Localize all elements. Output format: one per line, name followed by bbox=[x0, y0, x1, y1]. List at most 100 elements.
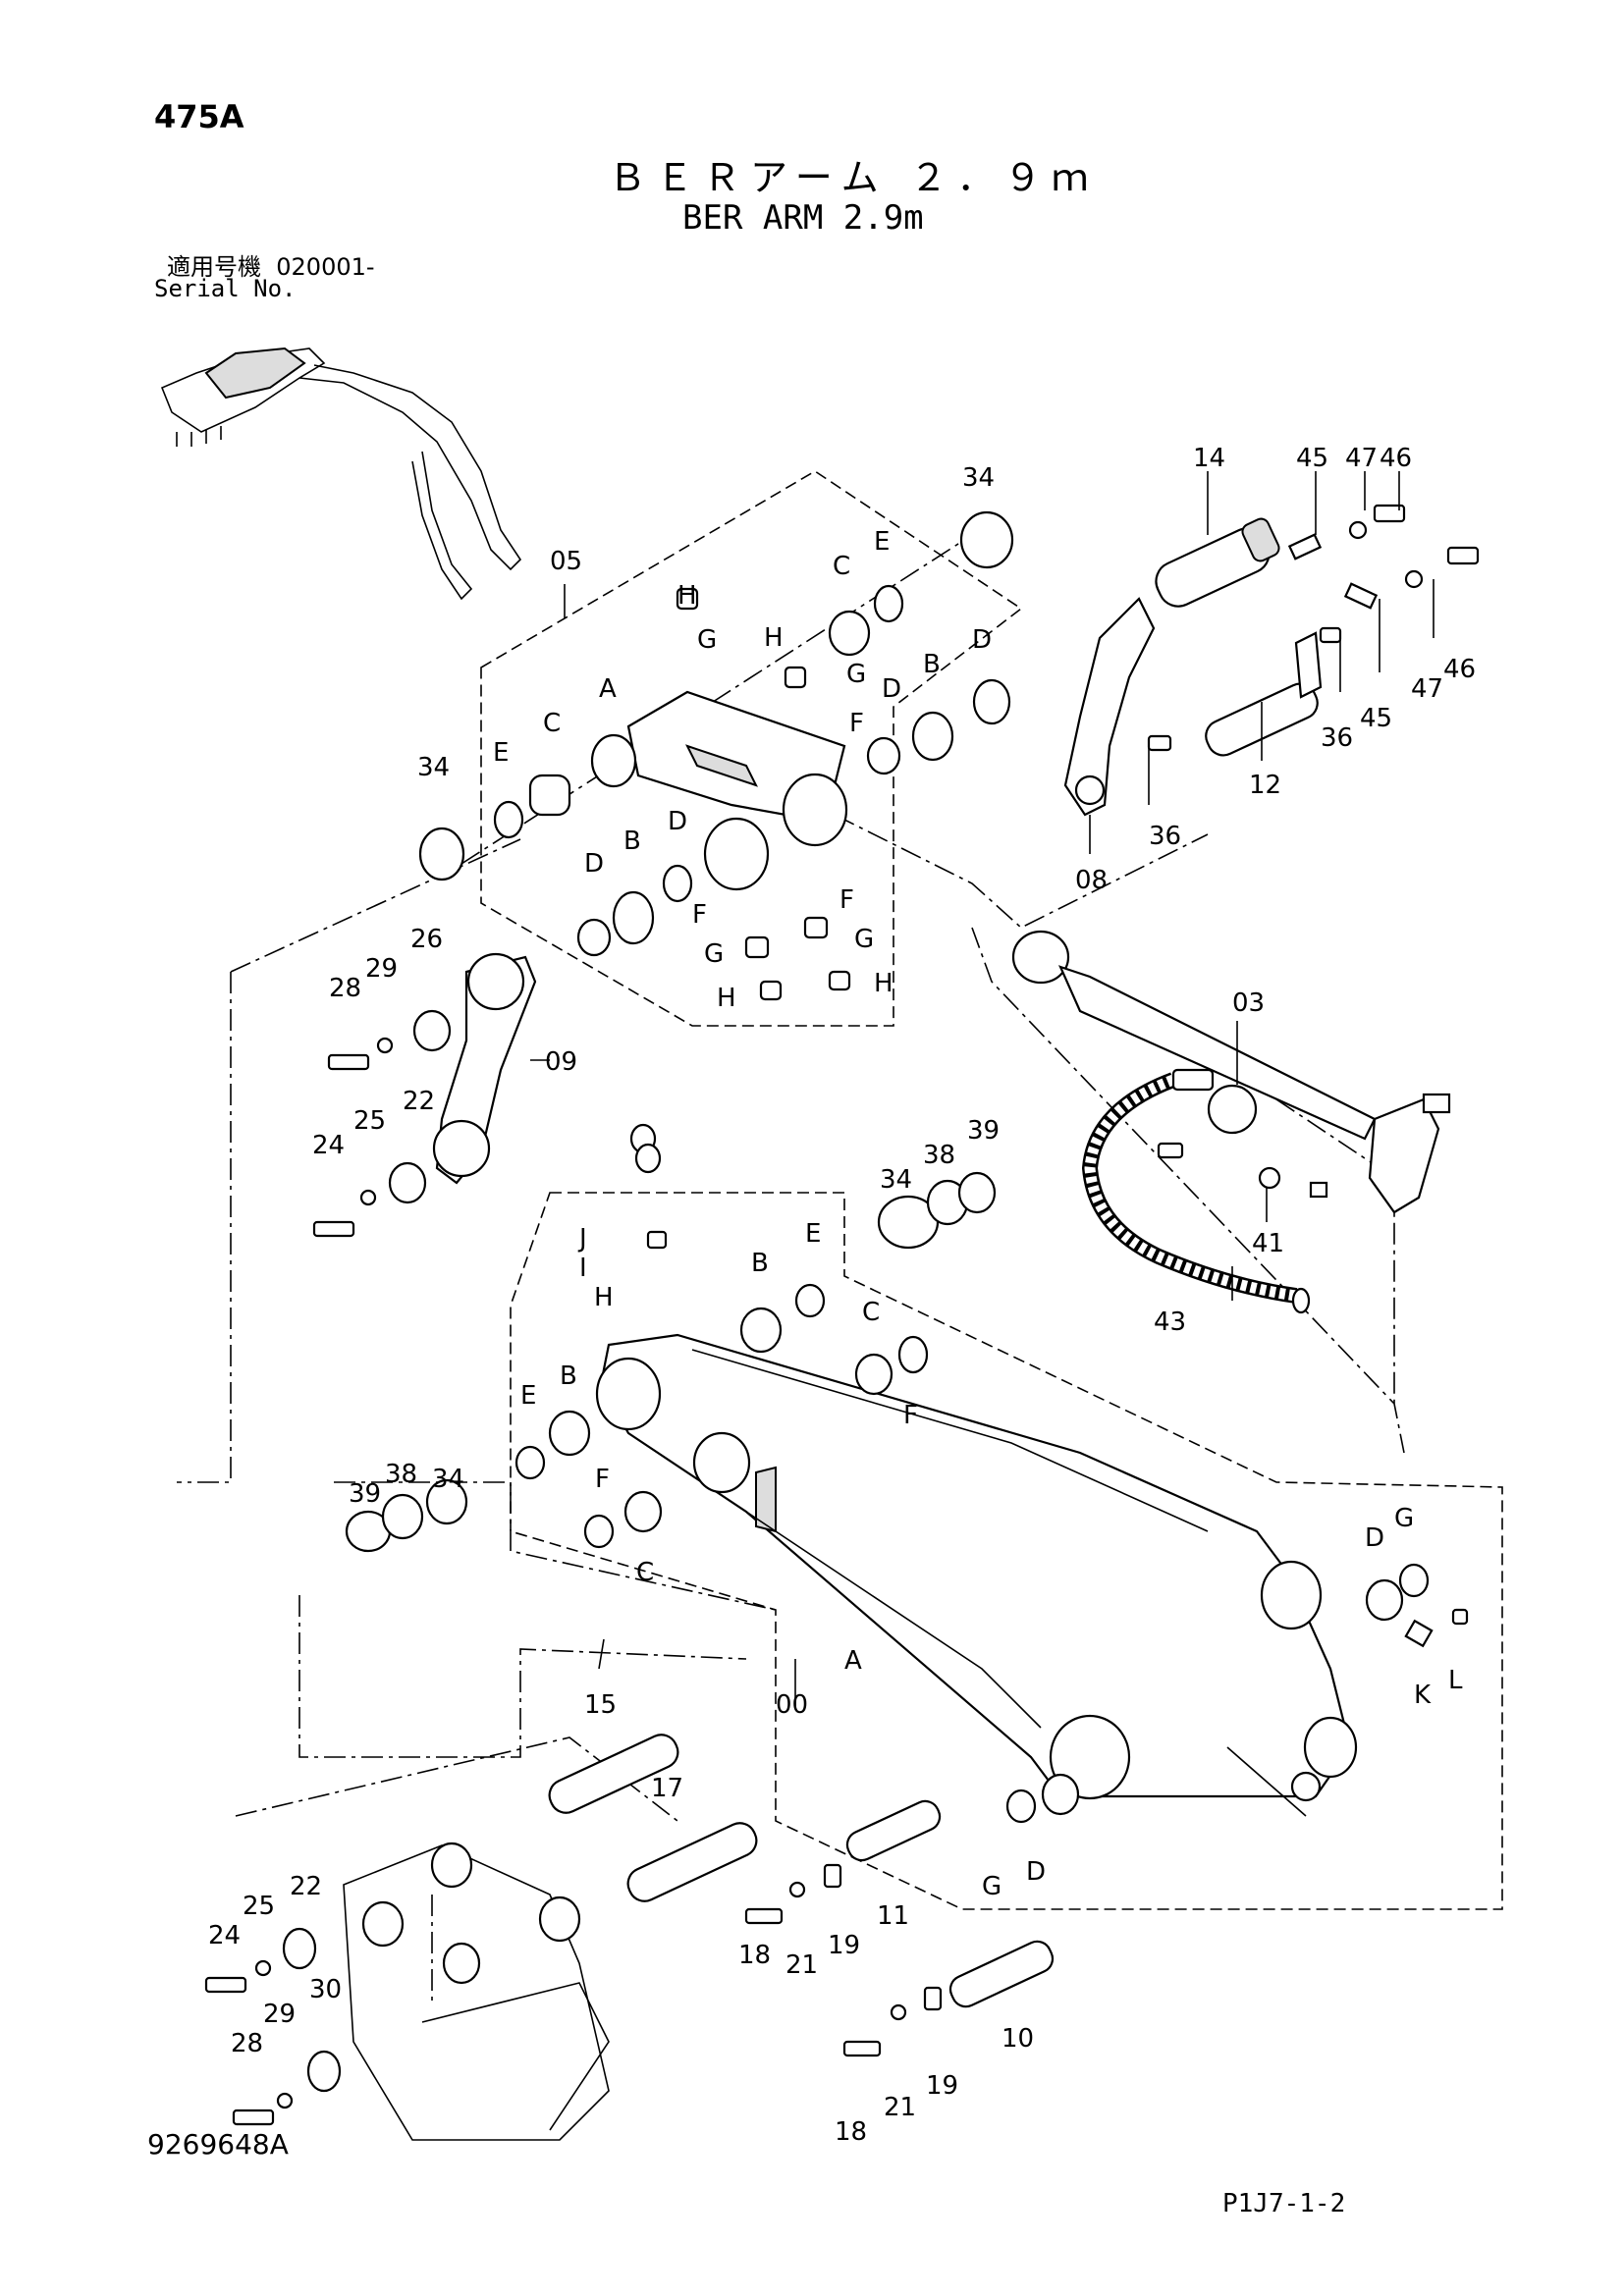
pin-14-part bbox=[1155, 517, 1280, 608]
callout-38b: 38 bbox=[385, 1460, 417, 1489]
callout-34d: 34 bbox=[432, 1465, 464, 1494]
link-09-part bbox=[432, 952, 537, 1185]
callout-05: 05 bbox=[550, 547, 582, 576]
callout-C2: C bbox=[543, 709, 561, 738]
callout-D1: D bbox=[972, 625, 992, 655]
callout-15: 15 bbox=[584, 1690, 617, 1720]
callout-46b: 46 bbox=[1443, 655, 1476, 684]
bucket-linkage-part bbox=[343, 1842, 610, 2141]
callout-H1: H bbox=[677, 581, 697, 611]
callout-14: 14 bbox=[1193, 444, 1225, 473]
callout-30: 30 bbox=[309, 1975, 342, 2004]
callout-24a: 24 bbox=[312, 1131, 345, 1160]
callout-19b: 19 bbox=[926, 2071, 958, 2101]
callout-28b: 28 bbox=[231, 2029, 263, 2058]
callout-F5: F bbox=[595, 1465, 610, 1494]
serial-label-english: Serial No. bbox=[154, 275, 297, 302]
callout-labels: 0003050809101112141517181819192121222224… bbox=[208, 444, 1476, 2147]
callout-F1: F bbox=[849, 709, 864, 738]
callout-H4: H bbox=[717, 984, 736, 1013]
callout-A1: A bbox=[599, 674, 617, 704]
callout-24b: 24 bbox=[208, 1921, 241, 1950]
hose-43-part bbox=[1081, 1068, 1311, 1314]
callout-28a: 28 bbox=[329, 974, 361, 1003]
callout-39a: 39 bbox=[967, 1116, 1000, 1146]
callout-J1: J bbox=[577, 1224, 587, 1254]
title-japanese: ＢＥＲアーム ２．９ｍ bbox=[609, 156, 1099, 199]
serial-label-japanese: 適用号機 020001- bbox=[167, 253, 375, 281]
page-number: 475A bbox=[154, 98, 244, 135]
document-code: 9269648A bbox=[147, 2128, 289, 2161]
callout-D6: D bbox=[1026, 1857, 1046, 1887]
callout-25b: 25 bbox=[243, 1892, 275, 1921]
callout-B3: B bbox=[751, 1249, 769, 1278]
callout-36b: 36 bbox=[1149, 822, 1181, 851]
callout-00: 00 bbox=[776, 1690, 808, 1720]
callout-D3: D bbox=[668, 807, 687, 836]
callout-D2: D bbox=[882, 674, 901, 704]
hardware-lower-center bbox=[744, 1863, 943, 2057]
callout-F3: F bbox=[692, 900, 707, 930]
callout-39b: 39 bbox=[349, 1479, 381, 1509]
callout-21b: 21 bbox=[884, 2093, 916, 2122]
hardware-lower-left bbox=[204, 1927, 342, 2126]
callout-G5: G bbox=[1394, 1504, 1414, 1533]
bushings-group-05 bbox=[418, 510, 1014, 1001]
callout-34c: 34 bbox=[880, 1165, 912, 1195]
callout-C1: C bbox=[833, 552, 850, 581]
callout-22b: 22 bbox=[290, 1872, 322, 1901]
callout-29b: 29 bbox=[263, 2000, 296, 2029]
callout-18b: 18 bbox=[835, 2117, 867, 2147]
callout-22a: 22 bbox=[403, 1087, 435, 1116]
callout-38a: 38 bbox=[923, 1141, 955, 1170]
callout-E1: E bbox=[874, 527, 890, 557]
callout-34b: 34 bbox=[417, 753, 450, 782]
callout-C3: C bbox=[862, 1298, 880, 1327]
callout-E2: E bbox=[493, 738, 509, 768]
callout-03: 03 bbox=[1232, 988, 1265, 1018]
callout-F2: F bbox=[839, 885, 854, 915]
callout-I1: I bbox=[579, 1254, 587, 1283]
callout-B2: B bbox=[623, 827, 641, 856]
callout-11: 11 bbox=[877, 1901, 909, 1931]
group-05-outline bbox=[480, 470, 1023, 1027]
link-08-part bbox=[1063, 597, 1156, 817]
callout-D4: D bbox=[584, 849, 604, 879]
callout-41: 41 bbox=[1252, 1229, 1284, 1258]
callout-G2: G bbox=[846, 660, 866, 689]
callout-B1: B bbox=[923, 650, 941, 679]
callout-21a: 21 bbox=[785, 1950, 818, 1980]
callout-G3: G bbox=[854, 925, 874, 954]
callout-17: 17 bbox=[651, 1774, 683, 1803]
callout-H2: H bbox=[764, 623, 784, 653]
callout-B4: B bbox=[560, 1362, 577, 1391]
callout-34a: 34 bbox=[962, 463, 995, 493]
callout-G6: G bbox=[982, 1872, 1001, 1901]
callout-E4: E bbox=[520, 1381, 536, 1411]
callout-09: 09 bbox=[545, 1047, 577, 1077]
callout-47a: 47 bbox=[1345, 444, 1378, 473]
callout-45a: 45 bbox=[1296, 444, 1328, 473]
callout-36a: 36 bbox=[1321, 723, 1353, 753]
callout-18a: 18 bbox=[738, 1941, 771, 1970]
callout-A2: A bbox=[844, 1646, 862, 1676]
callout-08: 08 bbox=[1075, 866, 1108, 895]
callout-43: 43 bbox=[1154, 1308, 1186, 1337]
cylinder-03-part bbox=[1011, 930, 1451, 1214]
callout-D5: D bbox=[1365, 1523, 1384, 1553]
callout-L1: L bbox=[1448, 1666, 1463, 1695]
arm-body-00-part bbox=[595, 1333, 1358, 1817]
callout-K1: K bbox=[1414, 1681, 1432, 1710]
bushings-group-00 bbox=[345, 1123, 1469, 1824]
callout-25a: 25 bbox=[353, 1106, 386, 1136]
callout-26: 26 bbox=[410, 925, 443, 954]
callout-G1: G bbox=[697, 625, 717, 655]
callout-F4: F bbox=[903, 1401, 918, 1430]
callout-G4: G bbox=[704, 939, 724, 969]
title-english: BER ARM 2.9m bbox=[682, 198, 924, 238]
page-reference: P1J7-1-2 bbox=[1222, 2189, 1346, 2218]
callout-45b: 45 bbox=[1360, 704, 1392, 733]
excavator-thumbnail-icon bbox=[160, 347, 522, 601]
callout-C4: C bbox=[636, 1558, 654, 1587]
